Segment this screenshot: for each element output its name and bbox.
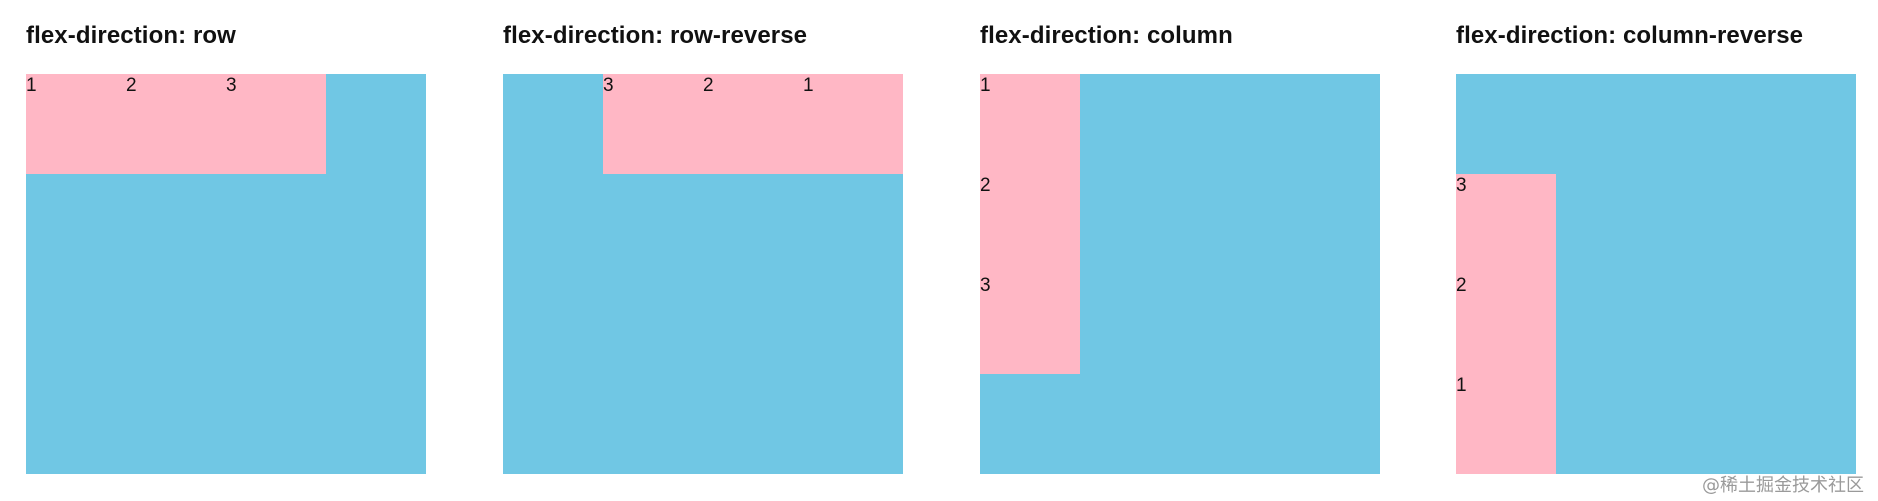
flex-container: 1 2 3 [26,74,426,474]
flex-container: 3 2 1 [503,74,903,474]
flex-item: 3 [980,274,1080,374]
flex-item: 3 [603,74,703,174]
flex-item: 1 [803,74,903,174]
flex-container: 3 2 1 [1456,74,1856,474]
item-label: 3 [1456,175,1467,196]
flex-item: 3 [1456,174,1556,274]
panel-column: flex-direction: column 1 2 3 [980,0,1380,501]
flex-item: 2 [126,74,226,174]
item-label: 3 [980,275,991,296]
panel-row-reverse: flex-direction: row-reverse 3 2 1 [503,0,903,501]
flex-item: 2 [980,174,1080,274]
flex-item: 1 [26,74,126,174]
watermark: @稀土掘金技术社区 [1702,475,1864,496]
panel-column-reverse: flex-direction: column-reverse 3 2 1 [1456,0,1856,501]
item-label: 2 [980,175,991,196]
item-label: 3 [226,75,237,96]
panel-title: flex-direction: row-reverse [503,22,808,49]
item-label: 2 [703,75,714,96]
flex-item: 2 [1456,274,1556,374]
panel-title: flex-direction: row [26,22,236,49]
panel-title: flex-direction: column-reverse [1456,22,1804,49]
panel-row: flex-direction: row 1 2 3 [26,0,426,501]
item-label: 2 [126,75,137,96]
flex-item: 2 [703,74,803,174]
flex-item: 1 [1456,374,1556,474]
flex-container: 1 2 3 [980,74,1380,474]
item-label: 1 [980,75,991,96]
flex-item: 1 [980,74,1080,174]
item-label: 1 [1456,375,1467,396]
item-label: 2 [1456,275,1467,296]
item-label: 3 [603,75,614,96]
panel-title: flex-direction: column [980,22,1233,49]
item-label: 1 [803,75,814,96]
item-label: 1 [26,75,37,96]
flex-item: 3 [226,74,326,174]
